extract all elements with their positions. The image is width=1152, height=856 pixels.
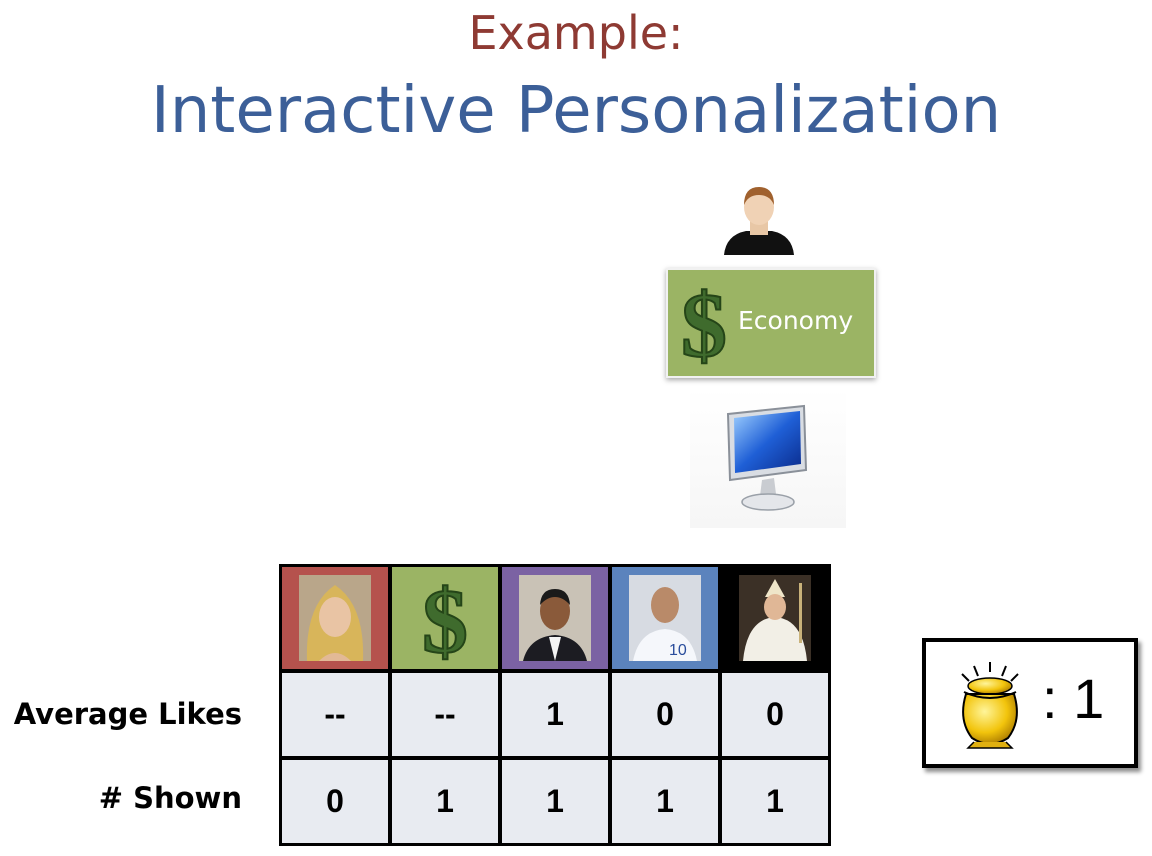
topic-label: Economy [738,306,854,335]
cell-avg-likes-3: 1 [502,673,608,756]
cell-avg-likes-1: -- [282,673,388,756]
row-label-average-likes: Average Likes [13,697,242,731]
column-header-dollar: $ [392,567,498,669]
column-header-soccer-player: 10 [612,567,718,669]
cell-shown-1: 0 [282,760,388,843]
dollar-icon: $ [680,276,728,370]
row-label-shown: # Shown [98,781,242,815]
cell-shown-4: 1 [612,760,718,843]
column-header-man [502,567,608,669]
example-label: Example: [468,6,684,60]
cell-shown-5: 1 [722,760,828,843]
cell-avg-likes-2: -- [392,673,498,756]
cell-avg-likes-4: 0 [612,673,718,756]
pope-portrait-icon [739,575,811,661]
reward-value: : 1 [1042,667,1105,730]
man-suit-portrait-icon [519,575,591,661]
computer-icon [726,404,808,511]
svg-text:$: $ [422,572,468,664]
computer-panel [690,388,846,528]
reward-box: : 1 [922,638,1138,768]
page-title: Interactive Personalization [150,74,1002,148]
svg-text:$: $ [681,276,727,370]
dollar-icon: $ [421,572,469,664]
cell-shown-2: 1 [392,760,498,843]
cell-shown-3: 1 [502,760,608,843]
woman-portrait-icon [299,575,371,661]
svg-text:10: 10 [669,642,687,659]
cell-avg-likes-5: 0 [722,673,828,756]
column-header-woman [282,567,388,669]
topic-card: $ Economy [666,268,876,378]
user-icon [724,187,794,255]
column-header-pope [722,567,828,669]
gold-pot-icon [961,662,1019,749]
soccer-player-portrait-icon: 10 [629,575,701,661]
stats-table: $ 10 -- -- 1 0 0 0 1 1 1 [279,564,831,846]
